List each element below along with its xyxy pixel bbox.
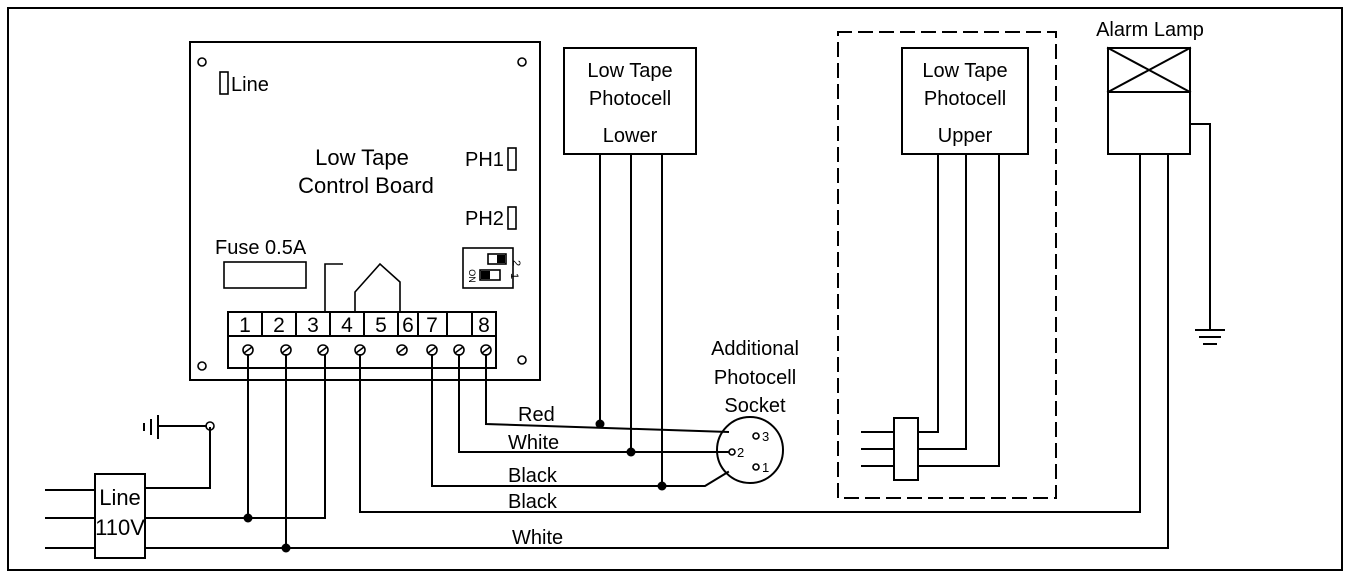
photocell-lower-line3: Lower [603, 125, 658, 147]
alarm-lamp: Alarm Lamp [1096, 19, 1204, 155]
dip-switch-label-on: ON [467, 269, 477, 283]
terminal-label-6: 6 [402, 314, 414, 337]
terminal-label-4: 4 [341, 314, 353, 337]
line-plug-body [94, 473, 146, 559]
ph1-connector [507, 147, 517, 171]
wire-label-red: Red [518, 404, 555, 426]
photocell-lower-line1: Low Tape [587, 60, 672, 82]
ph2-connector [507, 206, 517, 230]
photocell-upper-line3: Upper [938, 125, 993, 147]
socket-pin-1 [752, 463, 760, 471]
board-title-line1: Low Tape [315, 145, 409, 170]
terminal-label-5: 5 [375, 314, 387, 337]
junction-dot [281, 543, 291, 553]
board-title-line2: Control Board [298, 173, 434, 198]
line-led [219, 71, 229, 95]
terminal-label-7: 7 [426, 314, 438, 337]
control-board: Line Low Tape Control Board PH1 PH2 Fuse… [189, 41, 541, 381]
socket-pin-2 [728, 448, 736, 456]
diagram-frame [7, 7, 1343, 571]
terminal-label-1: 1 [239, 314, 251, 337]
dip-switch-label-1: 1 [508, 273, 520, 279]
alarm-lamp-body [1107, 47, 1191, 155]
dip-switch-label-2: 2 [510, 260, 522, 266]
photocell-lower-line2: Photocell [589, 88, 671, 110]
mount-hole [517, 57, 527, 67]
junction-dot [657, 481, 667, 491]
mount-hole [197, 361, 207, 371]
relay-trace [324, 263, 343, 312]
socket-body [716, 416, 784, 484]
terminal-label-2: 2 [273, 314, 285, 337]
control-board-outline [189, 41, 541, 381]
photocell-upper-line1: Low Tape [922, 60, 1007, 82]
wire-label-black-1: Black [508, 465, 558, 487]
socket-pin-label-3: 3 [762, 429, 769, 444]
ph2-label: PH2 [465, 208, 504, 230]
chassis-ground-symbol [143, 415, 159, 439]
fuse [223, 261, 307, 289]
wire-label-white-1: White [508, 432, 559, 454]
dip-switch-lever-2 [487, 253, 507, 265]
upper-photocell-enclosure [837, 31, 1057, 499]
line-plug: Line 110V [45, 473, 146, 559]
terminal-label-3: 3 [307, 314, 319, 337]
junction-dot [243, 513, 253, 523]
dip-switch-knob-1 [481, 271, 490, 279]
socket-label-line3: Socket [724, 395, 786, 417]
socket-label-line2: Photocell [714, 367, 796, 389]
alarm-lamp-label: Alarm Lamp [1096, 19, 1204, 41]
mount-hole [197, 57, 207, 67]
junction-dot [626, 447, 636, 457]
photocell-upper-line2: Photocell [924, 88, 1006, 110]
socket-pin-label-1: 1 [762, 460, 769, 475]
lamp-ground-symbol [1195, 329, 1225, 345]
photocell-upper: Low Tape Photocell Upper [901, 47, 1029, 155]
relay-trace [354, 262, 401, 312]
line-led-label: Line [231, 74, 269, 96]
dip-switch-lever-1 [479, 269, 501, 281]
line-plug-label2: 110V [95, 515, 145, 540]
mount-hole [517, 355, 527, 365]
terminal-label-8: 8 [478, 314, 490, 337]
fuse-label: Fuse 0.5A [215, 237, 307, 259]
additional-photocell-socket: Additional Photocell Socket 3 2 1 [711, 338, 799, 484]
line-plug-label1: Line [99, 485, 141, 510]
wire-label-white-2: White [512, 527, 563, 549]
wire-label-black-2: Black [508, 491, 558, 513]
junction-dot [595, 419, 605, 429]
dip-switch [462, 247, 514, 289]
upper-photocell-connector [861, 417, 919, 481]
terminal-block [227, 311, 497, 369]
photocell-lower: Low Tape Photocell Lower [563, 47, 697, 155]
terminal-screws [242, 344, 492, 356]
dip-switch-knob-2 [497, 255, 505, 263]
socket-label-line1: Additional [711, 338, 799, 360]
socket-pin-label-2: 2 [737, 445, 744, 460]
socket-pin-3 [752, 432, 760, 440]
ph1-label: PH1 [465, 149, 504, 171]
